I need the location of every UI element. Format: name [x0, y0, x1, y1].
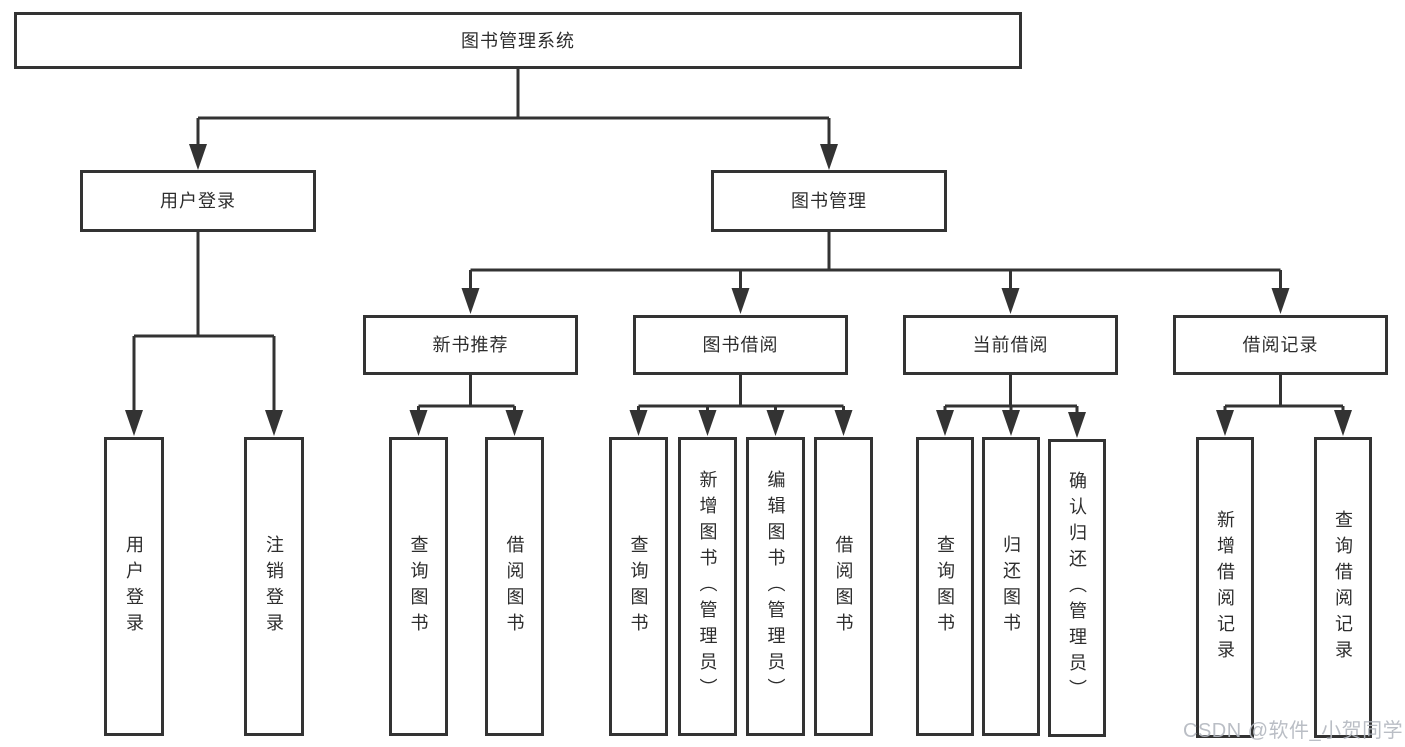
node-label: 新增图书（管理员）	[697, 469, 718, 704]
arrow-down-icon	[505, 410, 524, 436]
node-label: 查询借阅记录	[1333, 509, 1353, 666]
node-label: 注销登录	[264, 534, 284, 639]
node-label: 图书管理系统	[461, 30, 575, 51]
arrow-down-icon	[698, 410, 717, 436]
arrow-down-icon	[1216, 410, 1234, 436]
node-label: 用户登录	[160, 191, 236, 211]
leaf-query-books-current: 查询图书	[916, 437, 974, 736]
node-label: 图书借阅	[702, 335, 779, 355]
node-label: 用户登录	[124, 534, 144, 639]
leaf-query-borrow-record: 查询借阅记录	[1314, 437, 1372, 738]
node-label: 查询图书	[935, 534, 955, 639]
arrow-down-icon	[409, 410, 428, 436]
node-label: 查询图书	[628, 534, 649, 639]
node-label: 图书管理	[791, 191, 867, 211]
node-label: 当前借阅	[972, 335, 1049, 355]
leaf-add-borrow-record: 新增借阅记录	[1196, 437, 1254, 738]
arrow-down-icon	[834, 410, 853, 436]
arrow-down-icons	[125, 144, 1352, 438]
node-library-management-system: 图书管理系统	[14, 12, 1022, 69]
node-label: 借阅记录	[1242, 335, 1319, 355]
node-label: 查询图书	[408, 534, 429, 639]
node-label: 借阅图书	[504, 534, 525, 639]
node-book-management: 图书管理	[711, 170, 947, 232]
leaf-user-login: 用户登录	[104, 437, 164, 736]
node-borrowing-records: 借阅记录	[1173, 315, 1388, 375]
arrow-down-icon	[125, 410, 143, 436]
leaf-query-books-borrowing: 查询图书	[609, 437, 668, 736]
leaf-borrow-books-recommend: 借阅图书	[485, 437, 544, 736]
leaf-logout-login: 注销登录	[244, 437, 304, 736]
node-label: 编辑图书（管理员）	[765, 469, 786, 704]
arrow-down-icon	[820, 144, 838, 170]
node-label: 新增借阅记录	[1215, 509, 1235, 666]
arrow-down-icon	[1068, 412, 1086, 438]
node-user-login: 用户登录	[80, 170, 316, 232]
connector-strokes	[132, 69, 1345, 414]
arrow-down-icon	[629, 410, 648, 436]
arrow-down-icon	[461, 288, 480, 314]
arrow-down-icon	[265, 410, 283, 436]
leaf-edit-book-admin: 编辑图书（管理员）	[746, 437, 805, 736]
leaf-borrow-books: 借阅图书	[814, 437, 873, 736]
arrow-down-icon	[936, 410, 954, 436]
arrow-down-icon	[189, 144, 207, 170]
node-label: 归还图书	[1001, 534, 1021, 639]
node-book-borrowing: 图书借阅	[633, 315, 848, 375]
node-label: 确认归还（管理员）	[1067, 471, 1087, 705]
arrow-down-icon	[731, 288, 750, 314]
arrow-down-icon	[1271, 288, 1290, 314]
node-label: 借阅图书	[833, 534, 854, 639]
arrow-down-icon	[1334, 410, 1352, 436]
node-current-borrowing: 当前借阅	[903, 315, 1118, 375]
watermark-text: CSDN @软件_小贺同学	[1183, 720, 1404, 742]
leaf-add-book-admin: 新增图书（管理员）	[678, 437, 737, 736]
arrow-down-icon	[766, 410, 785, 436]
leaf-return-books: 归还图书	[982, 437, 1040, 736]
leaf-query-books-recommend: 查询图书	[389, 437, 448, 736]
leaf-confirm-return-admin: 确认归还（管理员）	[1048, 439, 1106, 737]
node-label: 新书推荐	[432, 335, 509, 355]
node-new-book-recommendation: 新书推荐	[363, 315, 578, 375]
arrow-down-icon	[1001, 288, 1020, 314]
arrow-down-icon	[1002, 410, 1020, 436]
